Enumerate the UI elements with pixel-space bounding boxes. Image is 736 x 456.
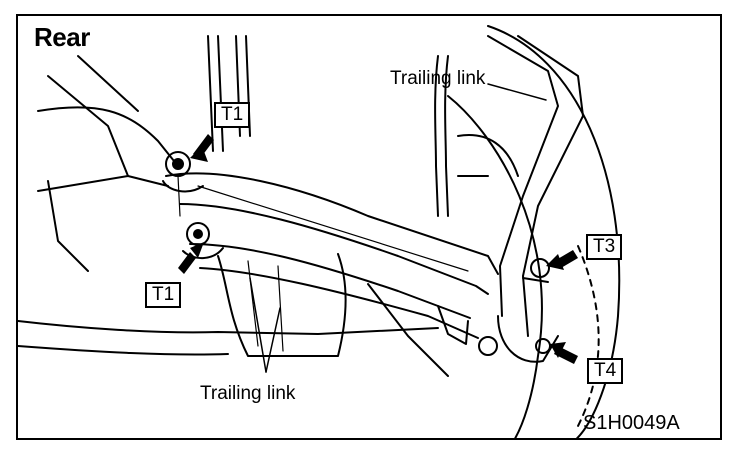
callout-t1-lower: T1 — [145, 282, 182, 308]
brake-pipes — [207, 35, 449, 217]
rear-knuckle — [457, 35, 584, 363]
label-leaders — [249, 83, 547, 373]
callout-t1-upper: T1 — [214, 102, 251, 128]
lower-t1-bushing — [182, 222, 224, 260]
upper-trailing-link — [165, 172, 499, 295]
body-outline — [18, 55, 449, 377]
view-title: Rear — [34, 22, 90, 52]
lower-trailing-link — [189, 243, 479, 345]
trailing-link-lower-label: Trailing link — [200, 383, 296, 404]
t1-upper-arrowhead — [190, 146, 208, 162]
t3-arrowhead — [546, 254, 564, 270]
t1-lower-arrowhead — [190, 242, 204, 258]
t3-bushing — [522, 258, 550, 283]
pointer-arrows — [178, 134, 578, 364]
callout-t4: T4 — [587, 358, 624, 384]
upper-t1-bushing — [162, 151, 204, 217]
t1-lower-arrow — [178, 252, 196, 274]
diagram-frame: Rear Trailing link Trailing link T1 T1 T… — [16, 14, 722, 440]
suspension-drawing — [18, 25, 621, 438]
trailing-link-upper-label: Trailing link — [390, 68, 486, 89]
callout-t3: T3 — [586, 234, 623, 260]
figure-code: S1H0049A — [583, 412, 680, 434]
t4-arrowhead — [550, 342, 566, 358]
